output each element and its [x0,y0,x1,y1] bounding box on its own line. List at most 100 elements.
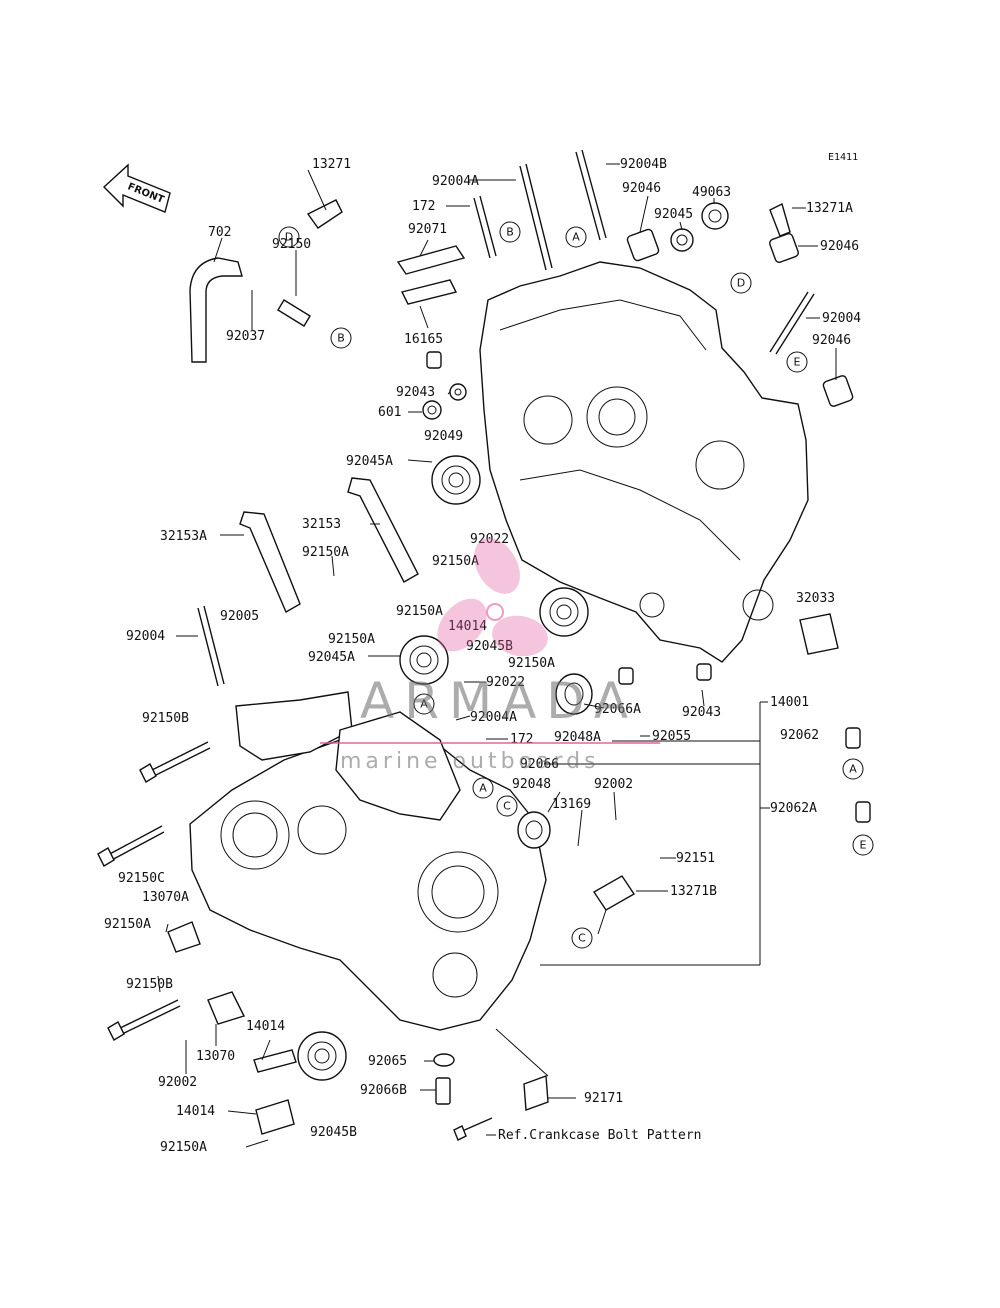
part-label: 92066 [520,757,559,772]
right-crankcase-half [479,261,809,663]
bolt-pattern-ref [453,1117,493,1141]
part-label: 92046 [820,239,859,254]
part-label: 32153A [160,529,207,544]
part-label: 92043 [396,385,435,400]
part-label: 32153 [302,517,341,532]
diagram-code: E1411 [828,152,858,163]
bearing-92045B-upper [539,587,589,637]
stud-92004A-top [519,163,553,271]
bolt-92150B-upper [139,741,211,783]
ref-letter-A-1: A [565,226,587,248]
part-label: 92150A [328,632,375,647]
dowel-92043 [426,351,442,369]
part-label: 92045A [346,454,393,469]
part-label: 702 [208,225,231,240]
bearing-92045B-lower [297,1031,347,1081]
part-label: 92004B [620,157,667,172]
ref-letter-A-2: A [413,693,435,715]
front-arrow-icon: FRONT [102,163,171,213]
part-label: 14014 [176,1104,215,1119]
part-label: 92150A [432,554,479,569]
part-label: 92150A [160,1140,207,1155]
part-label: 92065 [368,1054,407,1069]
part-label: 92005 [220,609,259,624]
part-label: 49063 [692,185,731,200]
part-label: 92171 [584,1091,623,1106]
ref-letter-C-2: C [571,927,593,949]
part-label: 92045B [310,1125,357,1140]
part-label: 92048 [512,777,551,792]
oil-pipe-32153A [239,511,301,613]
bearing-92046-a [626,228,660,262]
dowel-92043-right [696,663,712,681]
part-label: 92045B [466,639,513,654]
part-label: 32033 [796,591,835,606]
stud-172-top [473,195,497,259]
part-label: 92062A [770,801,817,816]
part-label: 172 [412,199,435,214]
part-label: 14001 [770,695,809,710]
part-label: 92071 [408,222,447,237]
svg-text:A: A [849,763,857,776]
part-label: 13169 [552,797,591,812]
plate-13070A [167,921,201,953]
ref-letter-B-1: B [330,327,352,349]
part-label: 14014 [448,619,487,634]
part-label: 92150A [396,604,443,619]
left-crankcase-half [189,691,547,1031]
gasket-16165 [400,279,458,305]
dowel-92066A [618,667,634,685]
svg-text:B: B [506,226,514,239]
washer-92065 [433,1053,455,1067]
svg-text:C: C [578,932,586,945]
part-label: 92048A [554,730,601,745]
bearing-49063 [701,202,729,230]
bearing-92046-c [822,375,854,407]
part-label: 92043 [682,705,721,720]
watermark-tagline: marine outboards [340,749,600,774]
part-label: 92150C [118,871,165,886]
part-label: 92002 [594,777,633,792]
plug-32033 [799,613,839,655]
bracket-13271B [593,875,635,911]
part-label: 92066B [360,1083,407,1098]
part-label: 92004 [822,311,861,326]
part-label: 92062 [780,728,819,743]
ref-letter-A-3: A [472,777,494,799]
part-label: 14014 [246,1019,285,1034]
part-label: 92150A [508,656,555,671]
plate-14014-lower [253,1049,297,1073]
bearing-601 [422,400,442,420]
propeller-logo-icon [437,538,548,657]
part-label: 92151 [676,851,715,866]
ref-letter-D-2: D [730,272,752,294]
plug-92062 [845,727,861,749]
part-label: 92004A [470,710,517,725]
svg-text:D: D [285,231,293,244]
bearing-92046-b [769,233,799,263]
part-label: 16165 [404,332,443,347]
part-label: 92022 [470,532,509,547]
bracket-13271 [306,199,343,229]
stud-92004-right [769,291,815,355]
bearing-92045-small [670,228,694,252]
part-label: 172 [510,732,533,747]
part-label: 92022 [486,675,525,690]
gasket-92071 [396,245,466,275]
plate-13070 [207,991,245,1025]
part-label: 92046 [812,333,851,348]
part-label: 92046 [622,181,661,196]
part-label: 601 [378,405,401,420]
ref-letter-E-2: E [852,834,874,856]
stud-92004B-top [575,149,607,241]
part-label: 92045 [654,207,693,222]
ref-letter-E-1: E [786,351,808,373]
svg-text:B: B [337,332,345,345]
part-label: 92150A [302,545,349,560]
stud-92004-left [197,605,225,687]
bolt-pattern-note: Ref.Crankcase Bolt Pattern [498,1128,702,1143]
svg-text:E: E [860,839,867,852]
breather-hose-702 [189,257,243,363]
drain-92066B [435,1077,451,1105]
bearing-92045A-mid [399,635,449,685]
